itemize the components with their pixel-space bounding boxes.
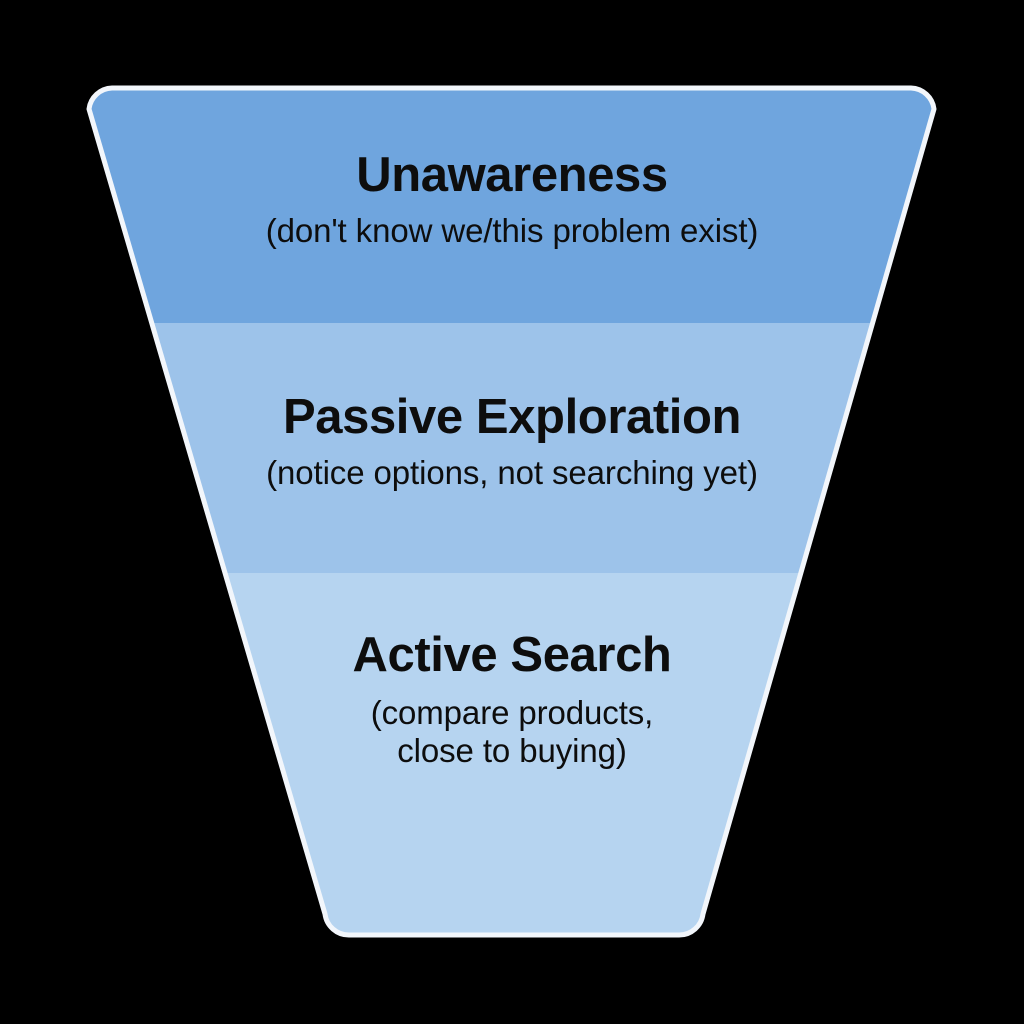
funnel-band-unawareness: [89, 88, 934, 323]
funnel-band-passive-exploration: [89, 323, 934, 573]
stage-title-active-search: Active Search: [352, 628, 672, 682]
stage-title-unawareness: Unawareness: [356, 148, 668, 202]
funnel-stage-unawareness-text: Unawareness (don't know we/this problem …: [0, 150, 1024, 250]
stage-subtitle-line: (don't know we/this problem exist): [265, 211, 759, 249]
stage-subtitle-line: (compare products,: [370, 693, 654, 731]
funnel-outline: [86, 85, 937, 938]
stage-subtitle-active-search: (compare products, close to buying): [0, 694, 1024, 769]
stage-subtitle-line: close to buying): [397, 731, 627, 769]
stage-title-passive-exploration: Passive Exploration: [282, 390, 742, 444]
stage-subtitle-unawareness: (don't know we/this problem exist): [0, 212, 1024, 250]
funnel-stage-active-search-text: Active Search (compare products, close t…: [0, 630, 1024, 769]
stage-subtitle-passive-exploration: (notice options, not searching yet): [0, 454, 1024, 492]
funnel-stage-passive-exploration-text: Passive Exploration (notice options, not…: [0, 392, 1024, 492]
stage-subtitle-line: (notice options, not searching yet): [266, 453, 758, 491]
